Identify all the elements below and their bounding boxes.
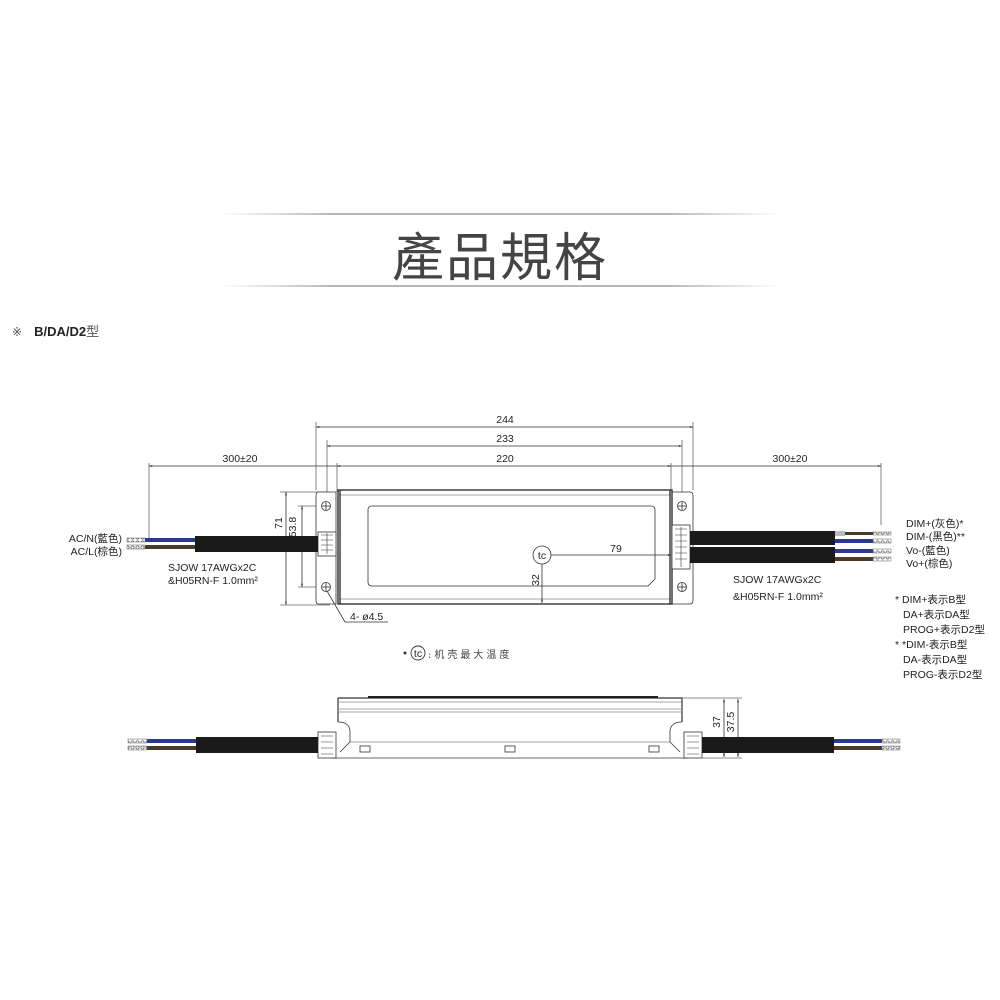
model-label: ※ B/DA/D2型 [12, 321, 99, 340]
label-vo-minus: Vo-(藍色) [906, 544, 950, 557]
wire-ac-l [145, 545, 195, 549]
note-5: DA-表示DA型 [903, 653, 967, 666]
dim-height-overall: 71 [273, 517, 285, 529]
label-ac-n: AC/N(藍色) [69, 532, 122, 545]
dim-mounting-length: 233 [496, 433, 514, 445]
dim-side-height-outer: 37.5 [725, 712, 737, 733]
input-cable-side [127, 737, 318, 753]
wire-vo-plus [835, 557, 873, 561]
label-vo-plus: Vo+(棕色) [906, 557, 952, 570]
wire-dim-minus [835, 539, 873, 543]
title-banner: 產品規格 [0, 210, 1000, 290]
label-ac-l: AC/L(棕色) [71, 545, 122, 558]
tc-marker-icon: tc [538, 550, 546, 562]
note-3: PROG+表示D2型 [903, 623, 985, 636]
output-power-cable-sheath [690, 547, 835, 563]
wire-ac-n [145, 538, 195, 542]
output-cable-spec-line2: &H05RN-F 1.0mm² [733, 591, 823, 603]
wire-vo-minus [835, 549, 873, 553]
output-cable-spec-line1: SJOW 17AWGx2C [733, 574, 822, 586]
input-cable-sheath [195, 536, 318, 552]
page-title: 產品規格 [391, 229, 608, 289]
wire-dim-plus [845, 532, 873, 535]
output-dim-cable-sheath [690, 531, 835, 545]
dim-input-cable-length: 300±20 [223, 453, 258, 465]
input-cable-spec-line1: SJOW 17AWGx2C [168, 562, 257, 574]
tc-legend-text: :机壳最大温度 [428, 648, 512, 661]
tc-legend-icon: tc [414, 648, 422, 660]
output-cable-side [702, 737, 901, 753]
title-divider-top [220, 213, 780, 215]
output-cable-top [690, 531, 892, 563]
dim-hole-spacing: 53.8 [287, 517, 299, 538]
input-cable-top [126, 536, 318, 552]
title-divider-bottom [220, 285, 780, 287]
label-dim-minus: DIM-(黑色)** [906, 530, 965, 543]
dim-mounting-holes: 4- ø4.5 [350, 611, 383, 623]
note-4: * *DIM-表示B型 [895, 638, 967, 651]
model-name: B/DA/D2 [34, 324, 87, 339]
model-suffix: 型 [86, 325, 100, 340]
note-6: PROG-表示D2型 [903, 668, 982, 681]
note-2: DA+表示DA型 [903, 608, 970, 621]
model-notes: * DIM+表示B型 DA+表示DA型 PROG+表示D2型 * *DIM-表示… [895, 593, 985, 681]
dim-output-cable-length: 300±20 [773, 453, 808, 465]
tc-legend: tc :机壳最大温度 [403, 645, 512, 661]
input-cable-spec-line2: &H05RN-F 1.0mm² [168, 575, 258, 587]
note-1: * DIM+表示B型 [895, 593, 966, 606]
dim-tc-offset-y: 32 [530, 574, 542, 586]
dim-side-height-inner: 37 [711, 716, 723, 728]
side-view [317, 696, 742, 759]
label-dim-plus: DIM+(灰色)* [906, 517, 963, 530]
dim-tc-offset-x: 79 [610, 543, 622, 555]
dim-overall-length: 244 [496, 414, 514, 426]
dim-body-length: 220 [496, 453, 514, 465]
reference-mark-icon: ※ [12, 325, 23, 339]
